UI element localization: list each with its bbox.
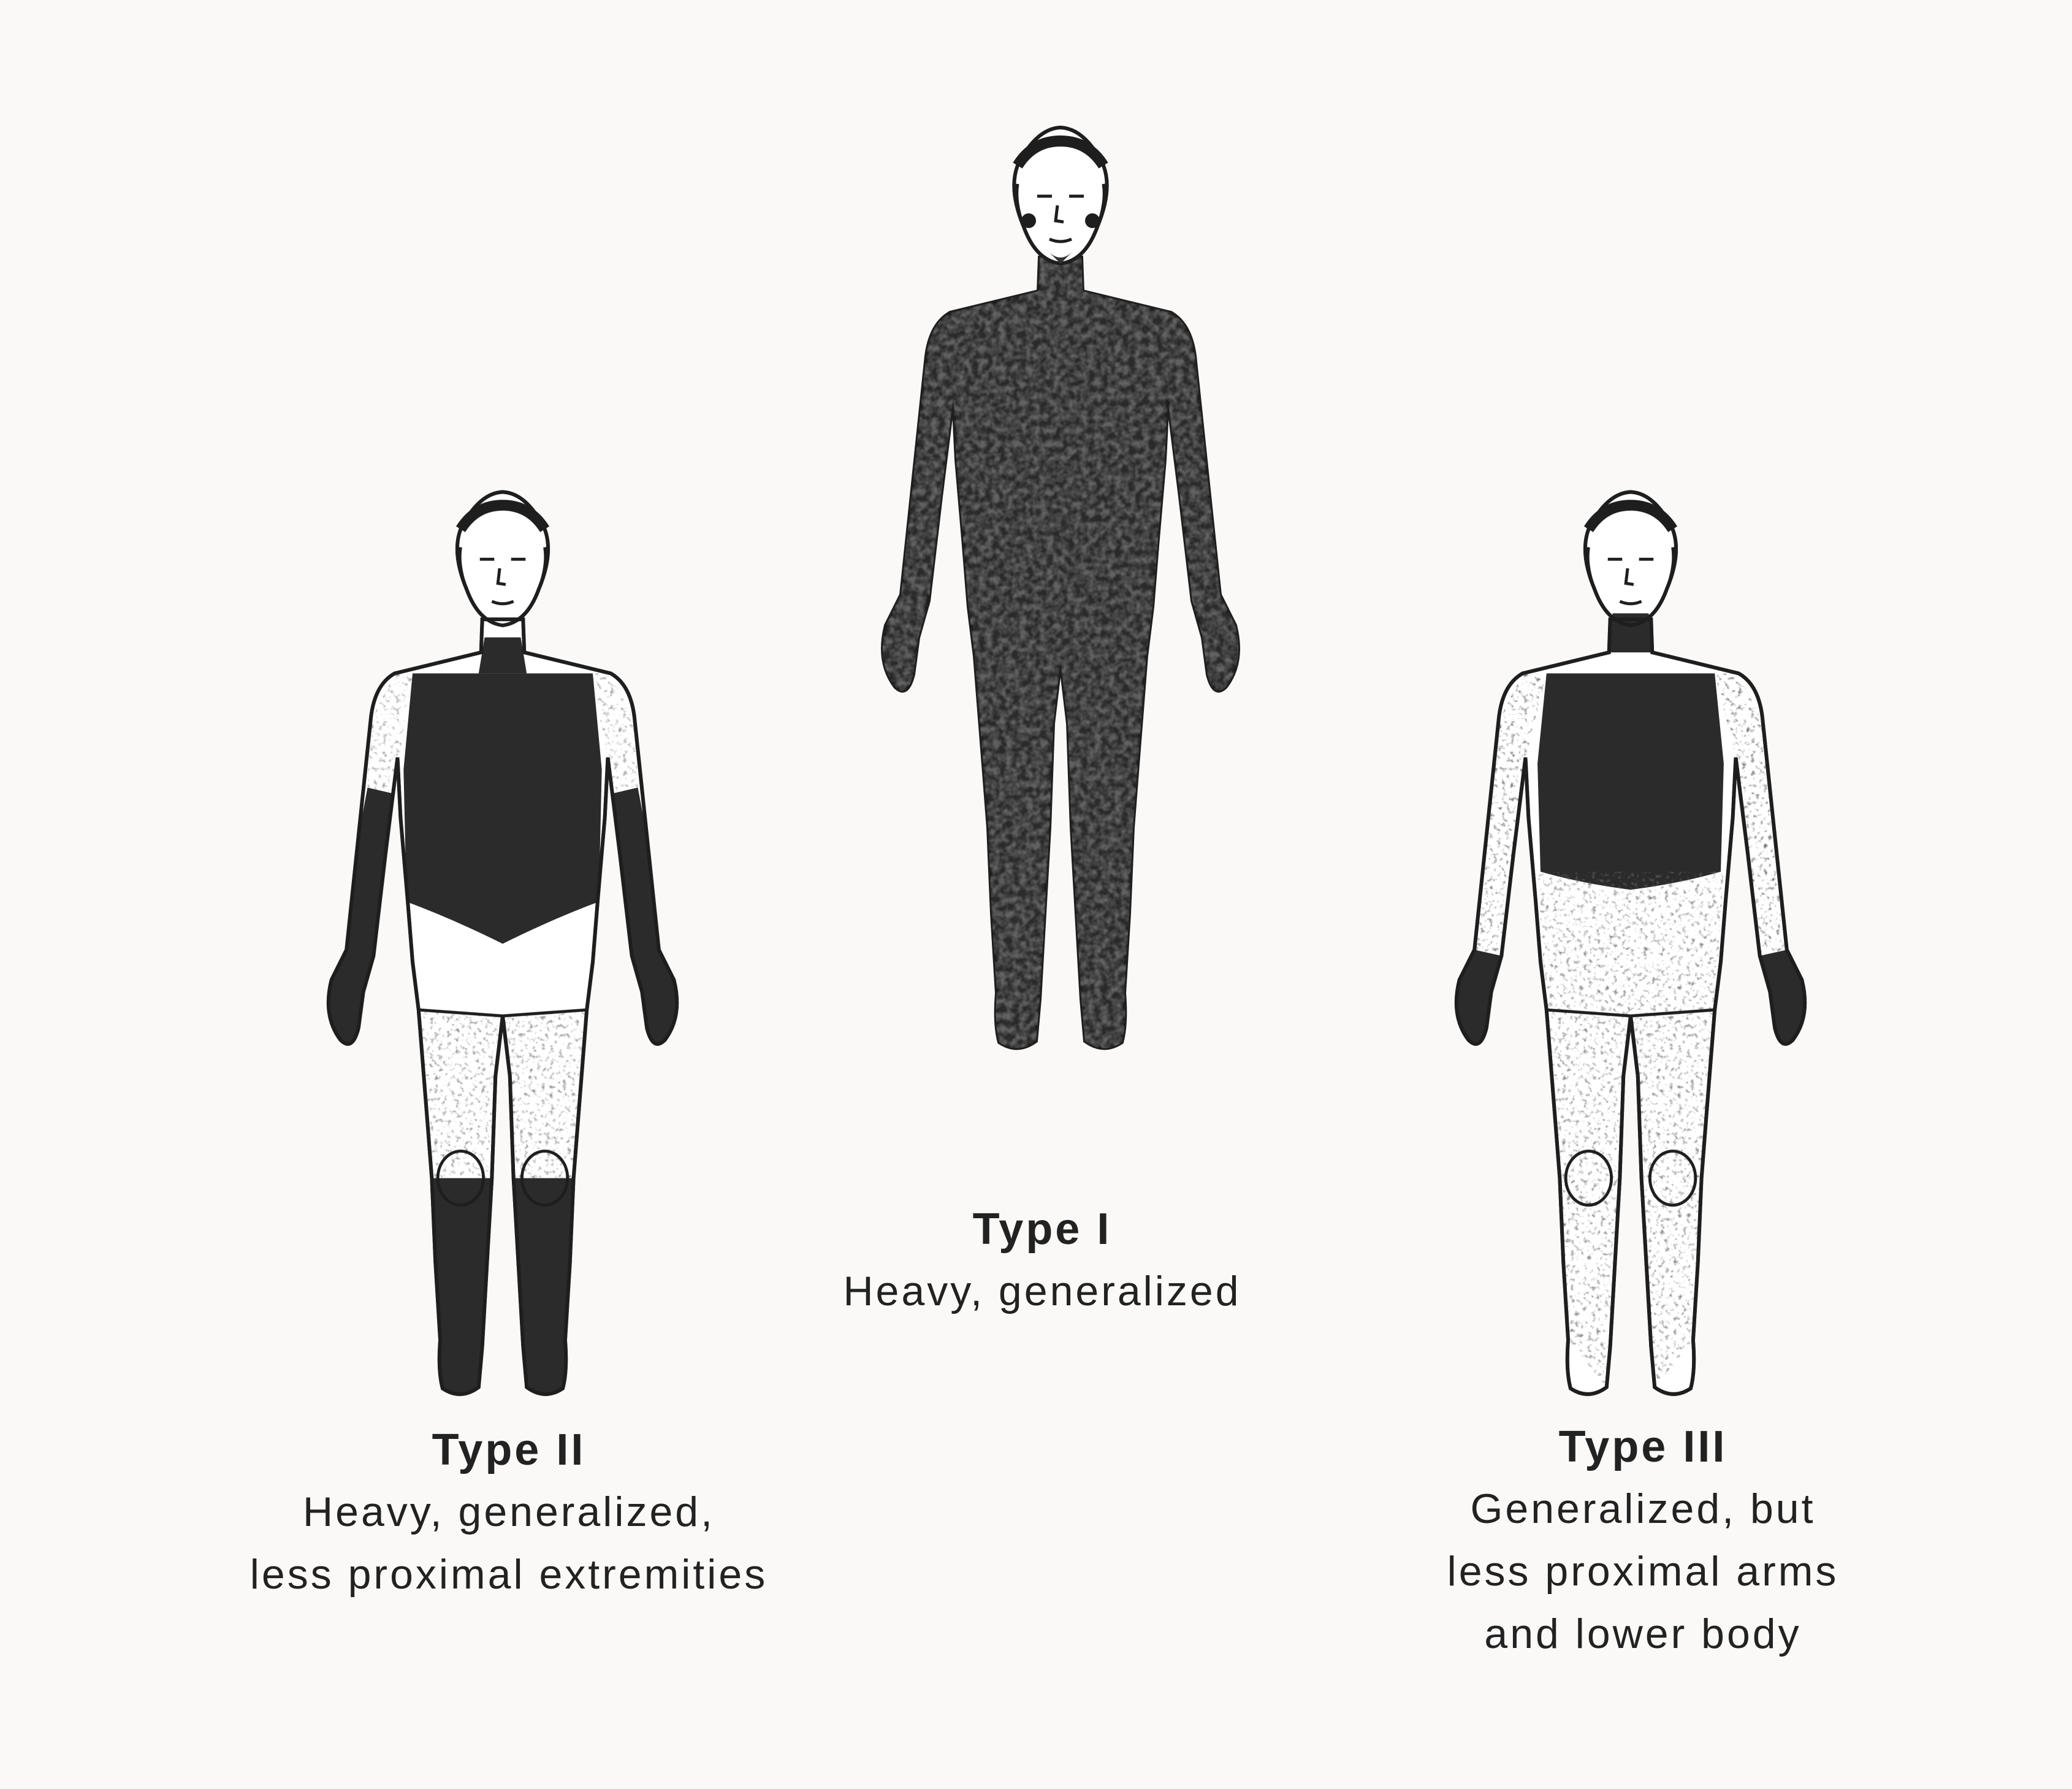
caption-type-3: Type III Generalized, but less proximal … [1306,1416,1980,1665]
caption-type-1: Type I Heavy, generalized [705,1199,1379,1322]
type-3-label: Type III [1306,1416,1980,1478]
type-3-description: Generalized, but less proximal arms and … [1306,1478,1980,1665]
caption-type-2: Type II Heavy, generalized, less proxima… [80,1419,938,1606]
figure-type-2 [329,492,677,1394]
type-1-description: Heavy, generalized [705,1260,1379,1322]
type-2-description: Heavy, generalized, less proximal extrem… [80,1481,938,1606]
figure-type-1 [883,128,1238,1048]
type-2-label: Type II [80,1419,938,1481]
figure-type-3 [1457,492,1805,1394]
type-1-label: Type I [705,1199,1379,1260]
